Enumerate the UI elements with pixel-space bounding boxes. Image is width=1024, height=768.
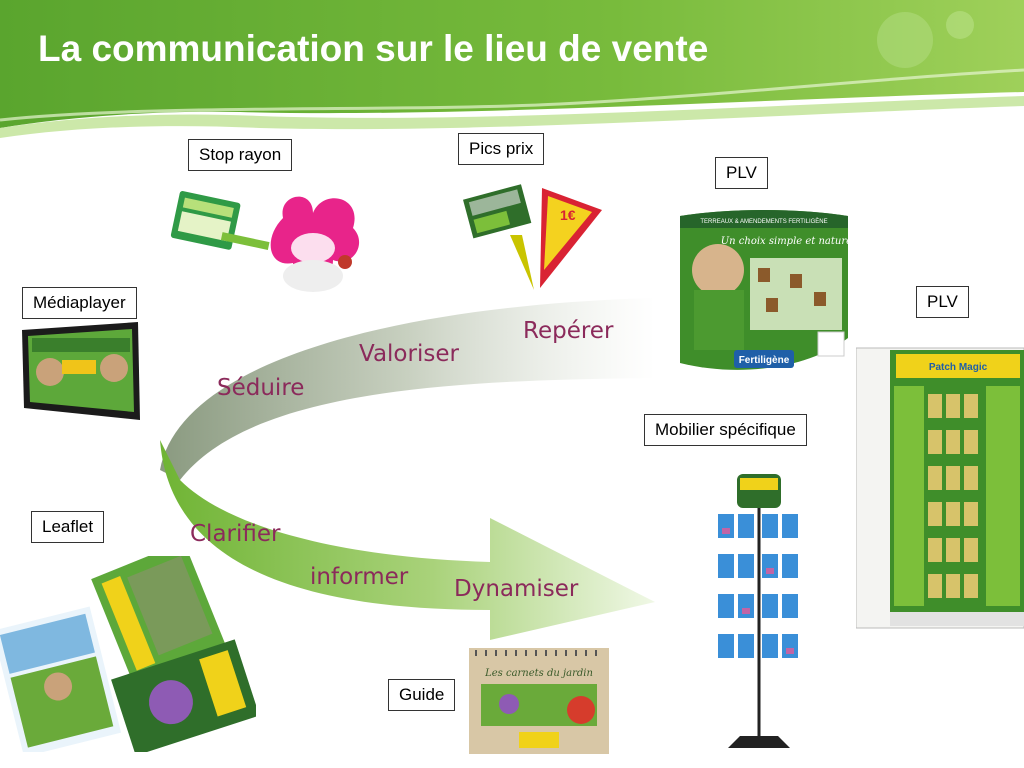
plv-slogan-text: Un choix simple et naturel — [721, 236, 848, 247]
pics-prix-image: 1€ — [463, 184, 602, 290]
flow-upper-band — [160, 298, 655, 480]
flow-word-informer: informer — [310, 564, 409, 590]
label-mobilier-specifique: Mobilier spécifique — [644, 414, 807, 446]
plv-brand-text: Fertiligène — [739, 355, 790, 366]
label-stop-rayon: Stop rayon — [188, 139, 293, 171]
label-guide: Guide — [388, 679, 456, 711]
flow-word-clarifier: Clarifier — [190, 521, 281, 547]
guide-book-image: Les carnets du jardin — [469, 648, 609, 754]
flow-lower-band — [160, 440, 655, 640]
flow-word-seduire: Séduire — [217, 375, 305, 401]
label-plv-right: PLV — [916, 286, 969, 318]
label-leaflet: Leaflet — [31, 511, 105, 543]
guide-title-text: Les carnets du jardin — [484, 668, 593, 679]
plv-stand-image: Patch Magic — [856, 347, 1024, 629]
plv-banner-text: TERREAUX & AMENDEMENTS FERTILIGÈNE — [700, 218, 827, 225]
label-mediaplayer: Médiaplayer — [22, 287, 137, 319]
label-pics-prix: Pics prix — [458, 133, 545, 165]
stop-rayon-image — [170, 191, 360, 292]
mobilier-rack-image — [718, 474, 798, 748]
header-banner — [0, 0, 1024, 138]
flow-word-reperer: Repérer — [523, 318, 614, 344]
plv-display-image: TERREAUX & AMENDEMENTS FERTILIGÈNE Un ch… — [680, 210, 848, 370]
leaflet-image — [0, 556, 256, 752]
flow-word-valoriser: Valoriser — [359, 341, 459, 367]
mediaplayer-image — [22, 322, 140, 420]
slide-title: La communication sur le lieu de vente — [38, 28, 709, 69]
label-plv-top: PLV — [715, 157, 768, 189]
flow-arrow — [160, 298, 655, 640]
price-tag-text: 1€ — [560, 207, 576, 223]
flow-word-dynamiser: Dynamiser — [454, 576, 579, 602]
patch-magic-text: Patch Magic — [929, 362, 988, 373]
